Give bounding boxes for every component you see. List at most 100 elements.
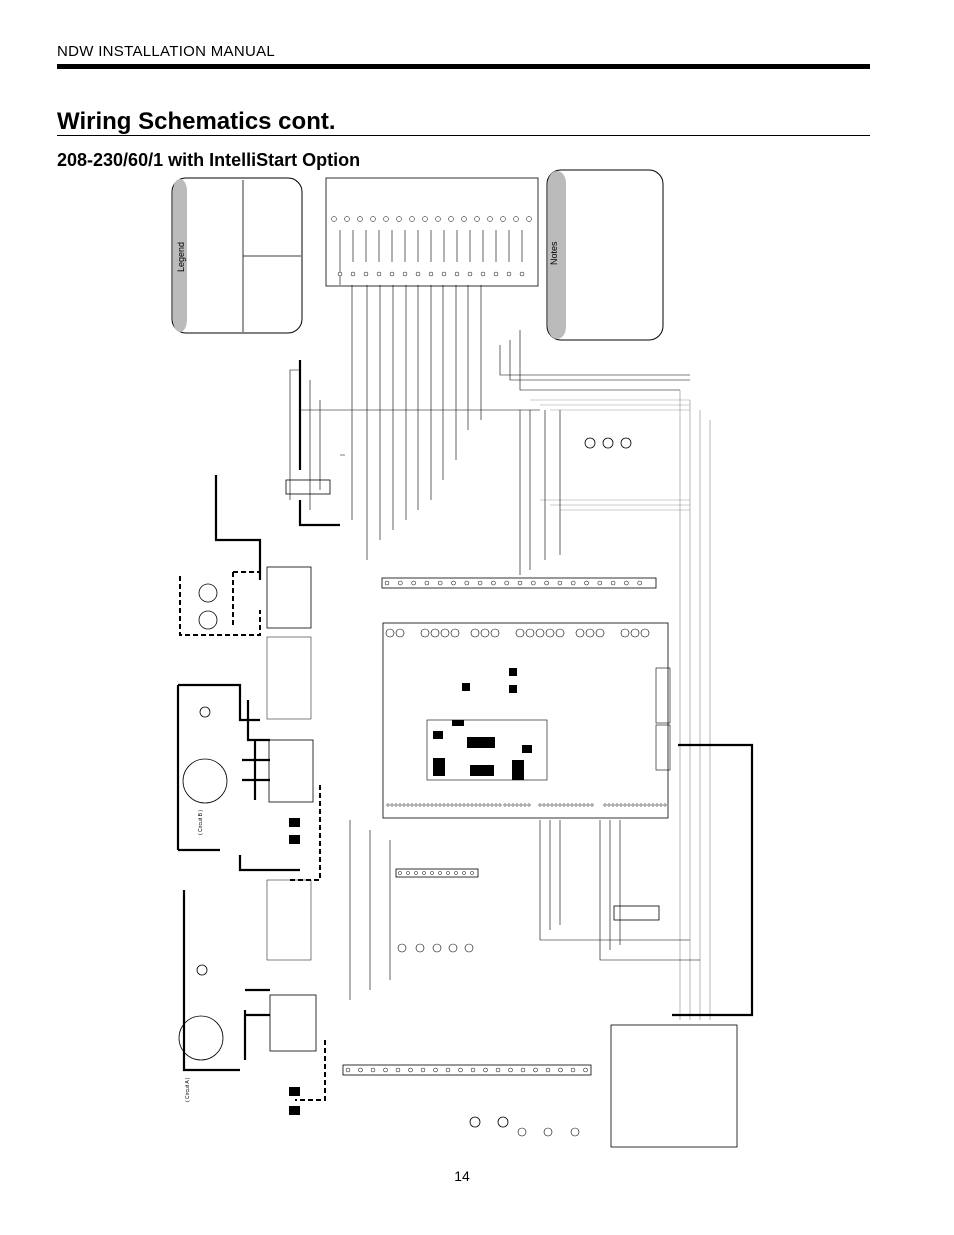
terminal-dot bbox=[511, 803, 515, 807]
terminal-dot bbox=[383, 1067, 388, 1073]
terminal-dot bbox=[570, 580, 576, 586]
terminal-strip-low bbox=[342, 1064, 592, 1076]
terminal-dot bbox=[345, 1067, 351, 1073]
terminal-dot bbox=[635, 803, 639, 807]
terminal-dot bbox=[558, 803, 562, 807]
terminal-dot bbox=[544, 580, 549, 586]
terminal-dot bbox=[474, 216, 480, 222]
terminal-dot bbox=[597, 580, 603, 586]
terminal-dot bbox=[533, 1067, 538, 1073]
terminal-dot bbox=[422, 871, 426, 875]
terminal-dot bbox=[519, 803, 523, 807]
terminal-dot bbox=[520, 1067, 526, 1073]
terminal-dot bbox=[435, 216, 441, 222]
notes-label: Notes bbox=[549, 241, 559, 265]
terminal-dot bbox=[584, 580, 589, 586]
terminal-dot bbox=[470, 871, 474, 875]
terminal-dot bbox=[487, 216, 493, 222]
terminal-dot bbox=[446, 803, 450, 807]
terminal-strip-small bbox=[395, 868, 479, 878]
terminal-dot bbox=[526, 216, 532, 222]
terminal-dot bbox=[619, 803, 623, 807]
contactor-a bbox=[269, 994, 317, 1052]
terminal-dot bbox=[445, 1067, 451, 1073]
terminal-dot bbox=[458, 803, 462, 807]
terminal-dot bbox=[398, 580, 403, 586]
terminal-dot bbox=[508, 1067, 513, 1073]
terminal-dot bbox=[578, 803, 582, 807]
terminal-dot bbox=[446, 871, 450, 875]
compressor-a bbox=[178, 1015, 224, 1061]
terminal-dot bbox=[396, 216, 402, 222]
page-title: Wiring Schematics cont. bbox=[57, 108, 336, 135]
terminal-dot bbox=[631, 803, 635, 807]
terminal-dot bbox=[615, 803, 619, 807]
terminal-dot bbox=[639, 803, 643, 807]
terminal-dot bbox=[418, 803, 422, 807]
terminal-dot bbox=[411, 580, 416, 586]
terminal-dot bbox=[519, 271, 525, 277]
terminal-dot bbox=[517, 580, 523, 586]
terminal-dot bbox=[643, 803, 647, 807]
terminal-dot bbox=[493, 271, 499, 277]
circuit-b-label: ( Circuit B ) bbox=[198, 810, 204, 835]
terminal-dot bbox=[513, 216, 519, 222]
terminal-dot bbox=[623, 803, 627, 807]
terminal-dot bbox=[477, 580, 483, 586]
terminal-dot bbox=[422, 803, 426, 807]
terminal-dot bbox=[610, 580, 616, 586]
terminal-dot bbox=[331, 216, 337, 222]
terminal-strip-mid bbox=[381, 577, 657, 589]
terminal-dot bbox=[590, 803, 594, 807]
terminal-dot bbox=[503, 803, 507, 807]
terminal-dot bbox=[390, 803, 394, 807]
terminal-dot bbox=[337, 271, 343, 277]
terminal-dot bbox=[515, 803, 519, 807]
page-number: 14 bbox=[454, 1168, 470, 1184]
terminal-dot bbox=[438, 871, 442, 875]
terminal-dot bbox=[414, 803, 418, 807]
terminal-dot bbox=[415, 271, 421, 277]
terminal-dot bbox=[611, 803, 615, 807]
notes-box bbox=[546, 169, 664, 341]
terminal-dot bbox=[438, 803, 442, 807]
terminal-dot bbox=[428, 271, 434, 277]
terminal-dot bbox=[545, 1067, 551, 1073]
terminal-dot bbox=[655, 803, 659, 807]
compressor-b bbox=[182, 758, 228, 804]
terminal-dot bbox=[659, 803, 663, 807]
terminal-dot bbox=[454, 803, 458, 807]
terminal-dot bbox=[426, 803, 430, 807]
terminal-dot bbox=[406, 803, 410, 807]
terminal-dot bbox=[498, 803, 502, 807]
terminal-dot bbox=[570, 803, 574, 807]
terminal-dot bbox=[531, 580, 536, 586]
title-rule bbox=[57, 135, 870, 136]
terminal-dot bbox=[386, 803, 390, 807]
contactor-top bbox=[266, 566, 312, 629]
terminal-dot bbox=[538, 803, 542, 807]
terminal-dot bbox=[383, 216, 389, 222]
terminal-dot bbox=[562, 803, 566, 807]
terminal-dot bbox=[483, 1067, 488, 1073]
terminal-dot bbox=[558, 1067, 563, 1073]
terminal-dot bbox=[454, 271, 460, 277]
legend-box bbox=[171, 177, 303, 334]
terminal-dot bbox=[363, 271, 369, 277]
terminal-dot bbox=[450, 803, 454, 807]
terminal-dot bbox=[384, 580, 390, 586]
terminal-dot bbox=[490, 803, 494, 807]
terminal-dot bbox=[389, 271, 395, 277]
terminal-dot bbox=[454, 871, 458, 875]
terminal-dot bbox=[409, 216, 415, 222]
top-terminal-box bbox=[325, 177, 539, 287]
terminal-dot bbox=[408, 1067, 413, 1073]
header-rule bbox=[57, 64, 870, 69]
terminal-dot bbox=[370, 216, 376, 222]
terminal-dot bbox=[394, 803, 398, 807]
terminal-dot bbox=[478, 803, 482, 807]
terminal-dot bbox=[462, 871, 466, 875]
terminal-dot bbox=[406, 871, 410, 875]
terminal-dot bbox=[504, 580, 509, 586]
